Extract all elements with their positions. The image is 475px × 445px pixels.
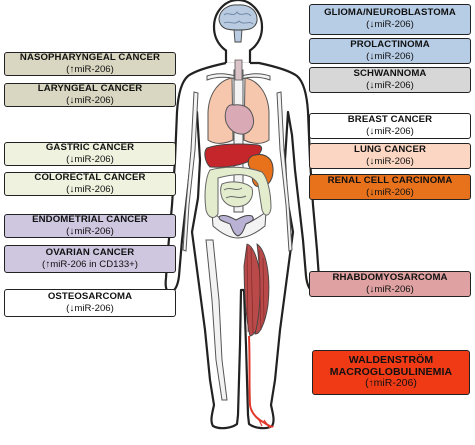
prolactinoma-box: PROLACTINOMA(↓miR-206)	[309, 38, 471, 64]
intestine-organ	[204, 166, 272, 218]
nasopharyngeal-regulation: (↑miR-206)	[66, 63, 114, 75]
nasopharyngeal-box: NASOPHARYNGEAL CANCER(↑miR-206)	[4, 52, 176, 76]
down-arrow-icon: ↓	[369, 283, 375, 295]
waldenstrom-label: WALDENSTRÖM MACROGLOBULINEMIA	[329, 353, 453, 378]
ovarian-mirna: miR-206 in CD133+	[50, 258, 135, 270]
up-arrow-icon: ↑	[368, 378, 374, 390]
endometrial-mirna: miR-206	[74, 225, 111, 237]
endometrial-label: ENDOMETRIAL CANCER	[32, 213, 148, 225]
lung-label: LUNG CANCER	[354, 143, 426, 155]
down-arrow-icon: ↓	[369, 125, 375, 137]
down-arrow-icon: ↓	[69, 94, 75, 106]
prolactinoma-mirna: miR-206	[374, 50, 411, 62]
schwannoma-mirna: miR-206	[374, 79, 411, 91]
blood-vessel	[248, 335, 274, 428]
down-arrow-icon: ↓	[69, 153, 75, 165]
waldenstrom-regulation: (↑miR-206)	[365, 377, 417, 390]
schwannoma-label: SCHWANNOMA	[353, 67, 427, 79]
colorectal-regulation: (↓miR-206)	[66, 183, 114, 195]
glioma-mirna: miR-206	[374, 19, 411, 30]
prolactinoma-label: PROLACTINOMA	[350, 38, 430, 50]
breast-mirna: miR-206	[374, 125, 411, 137]
endometrial-box: ENDOMETRIAL CANCER(↓miR-206)	[4, 214, 176, 238]
rhabdo-box: RHABDOMYOSARCOMA(↓miR-206)	[309, 271, 471, 297]
glioma-regulation: (↓miR-206)	[366, 19, 414, 30]
waldenstrom-box: WALDENSTRÖM MACROGLOBULINEMIA(↑miR-206)	[312, 350, 470, 395]
osteosarcoma-box: OSTEOSARCOMA(↓miR-206)	[4, 289, 176, 317]
osteosarcoma-label: OSTEOSARCOMA	[47, 290, 133, 302]
gastric-regulation: (↓miR-206)	[66, 153, 114, 165]
waldenstrom-mirna: miR-206	[373, 377, 414, 390]
brainstem	[233, 29, 243, 43]
laryngeal-box: LARYNGEAL CANCER(↓miR-206)	[4, 83, 176, 107]
brain-organ	[218, 4, 258, 31]
laryngeal-regulation: (↓miR-206)	[66, 94, 114, 106]
down-arrow-icon: ↓	[369, 50, 375, 62]
down-arrow-icon: ↓	[69, 225, 75, 237]
nasopharyngeal-label: NASOPHARYNGEAL CANCER	[19, 51, 161, 63]
rhabdo-regulation: (↓miR-206)	[366, 283, 414, 295]
heart-organ	[224, 104, 255, 135]
up-arrow-icon: ↑	[69, 63, 75, 75]
nasopharyngeal-mirna: miR-206	[74, 63, 111, 75]
down-arrow-icon: ↓	[369, 155, 375, 167]
down-arrow-icon: ↓	[369, 19, 375, 30]
osteosarcoma-regulation: (↓miR-206)	[66, 302, 114, 314]
endometrial-regulation: (↓miR-206)	[66, 225, 114, 237]
colorectal-box: COLORECTAL CANCER(↓miR-206)	[4, 172, 176, 196]
renal-label: RENAL CELL CARCINOMA	[327, 174, 453, 186]
muscle-tissue	[243, 243, 270, 337]
brain-folds	[223, 11, 254, 25]
colorectal-mirna: miR-206	[74, 183, 111, 195]
lung-regulation: (↓miR-206)	[366, 155, 414, 167]
rhabdo-label: RHABDOMYOSARCOMA	[332, 271, 448, 283]
blood-vessel-branch	[257, 417, 271, 429]
glioma-box: GLIOMA/NEUROBLASTOMA(↓miR-206)	[309, 4, 471, 35]
down-arrow-icon: ↓	[369, 79, 375, 91]
breast-regulation: (↓miR-206)	[366, 125, 414, 137]
gastric-box: GASTRIC CANCER(↓miR-206)	[4, 142, 176, 166]
glioma-label: GLIOMA/NEUROBLASTOMA	[324, 7, 456, 19]
renal-mirna: miR-206	[374, 186, 411, 198]
lung-box: LUNG CANCER(↓miR-206)	[309, 143, 471, 169]
ovarian-regulation: (↑miR-206 in CD133+)	[42, 258, 138, 270]
schwannoma-box: SCHWANNOMA(↓miR-206)	[309, 67, 471, 93]
laryngeal-mirna: miR-206	[74, 94, 111, 106]
down-arrow-icon: ↓	[69, 302, 75, 314]
trachea	[234, 59, 243, 81]
up-arrow-icon: ↑	[45, 258, 51, 270]
uterus-organ	[218, 215, 254, 237]
osteosarcoma-mirna: miR-206	[74, 302, 111, 314]
gastric-mirna: miR-206	[74, 153, 111, 165]
prolactinoma-regulation: (↓miR-206)	[366, 50, 414, 62]
schwannoma-regulation: (↓miR-206)	[366, 79, 414, 91]
breast-box: BREAST CANCER(↓miR-206)	[309, 113, 471, 139]
ovarian-box: OVARIAN CANCER(↑miR-206 in CD133+)	[4, 245, 176, 273]
ovarian-label: OVARIAN CANCER	[45, 246, 135, 258]
gastric-label: GASTRIC CANCER	[45, 141, 135, 153]
breast-label: BREAST CANCER	[347, 113, 433, 125]
renal-box: RENAL CELL CARCINOMA(↓miR-206)	[309, 174, 471, 200]
down-arrow-icon: ↓	[69, 183, 75, 195]
renal-regulation: (↓miR-206)	[366, 186, 414, 198]
colorectal-label: COLORECTAL CANCER	[34, 171, 146, 183]
rhabdo-mirna: miR-206	[374, 283, 411, 295]
lung-mirna: miR-206	[374, 155, 411, 167]
laryngeal-label: LARYNGEAL CANCER	[37, 82, 143, 94]
down-arrow-icon: ↓	[369, 186, 375, 198]
